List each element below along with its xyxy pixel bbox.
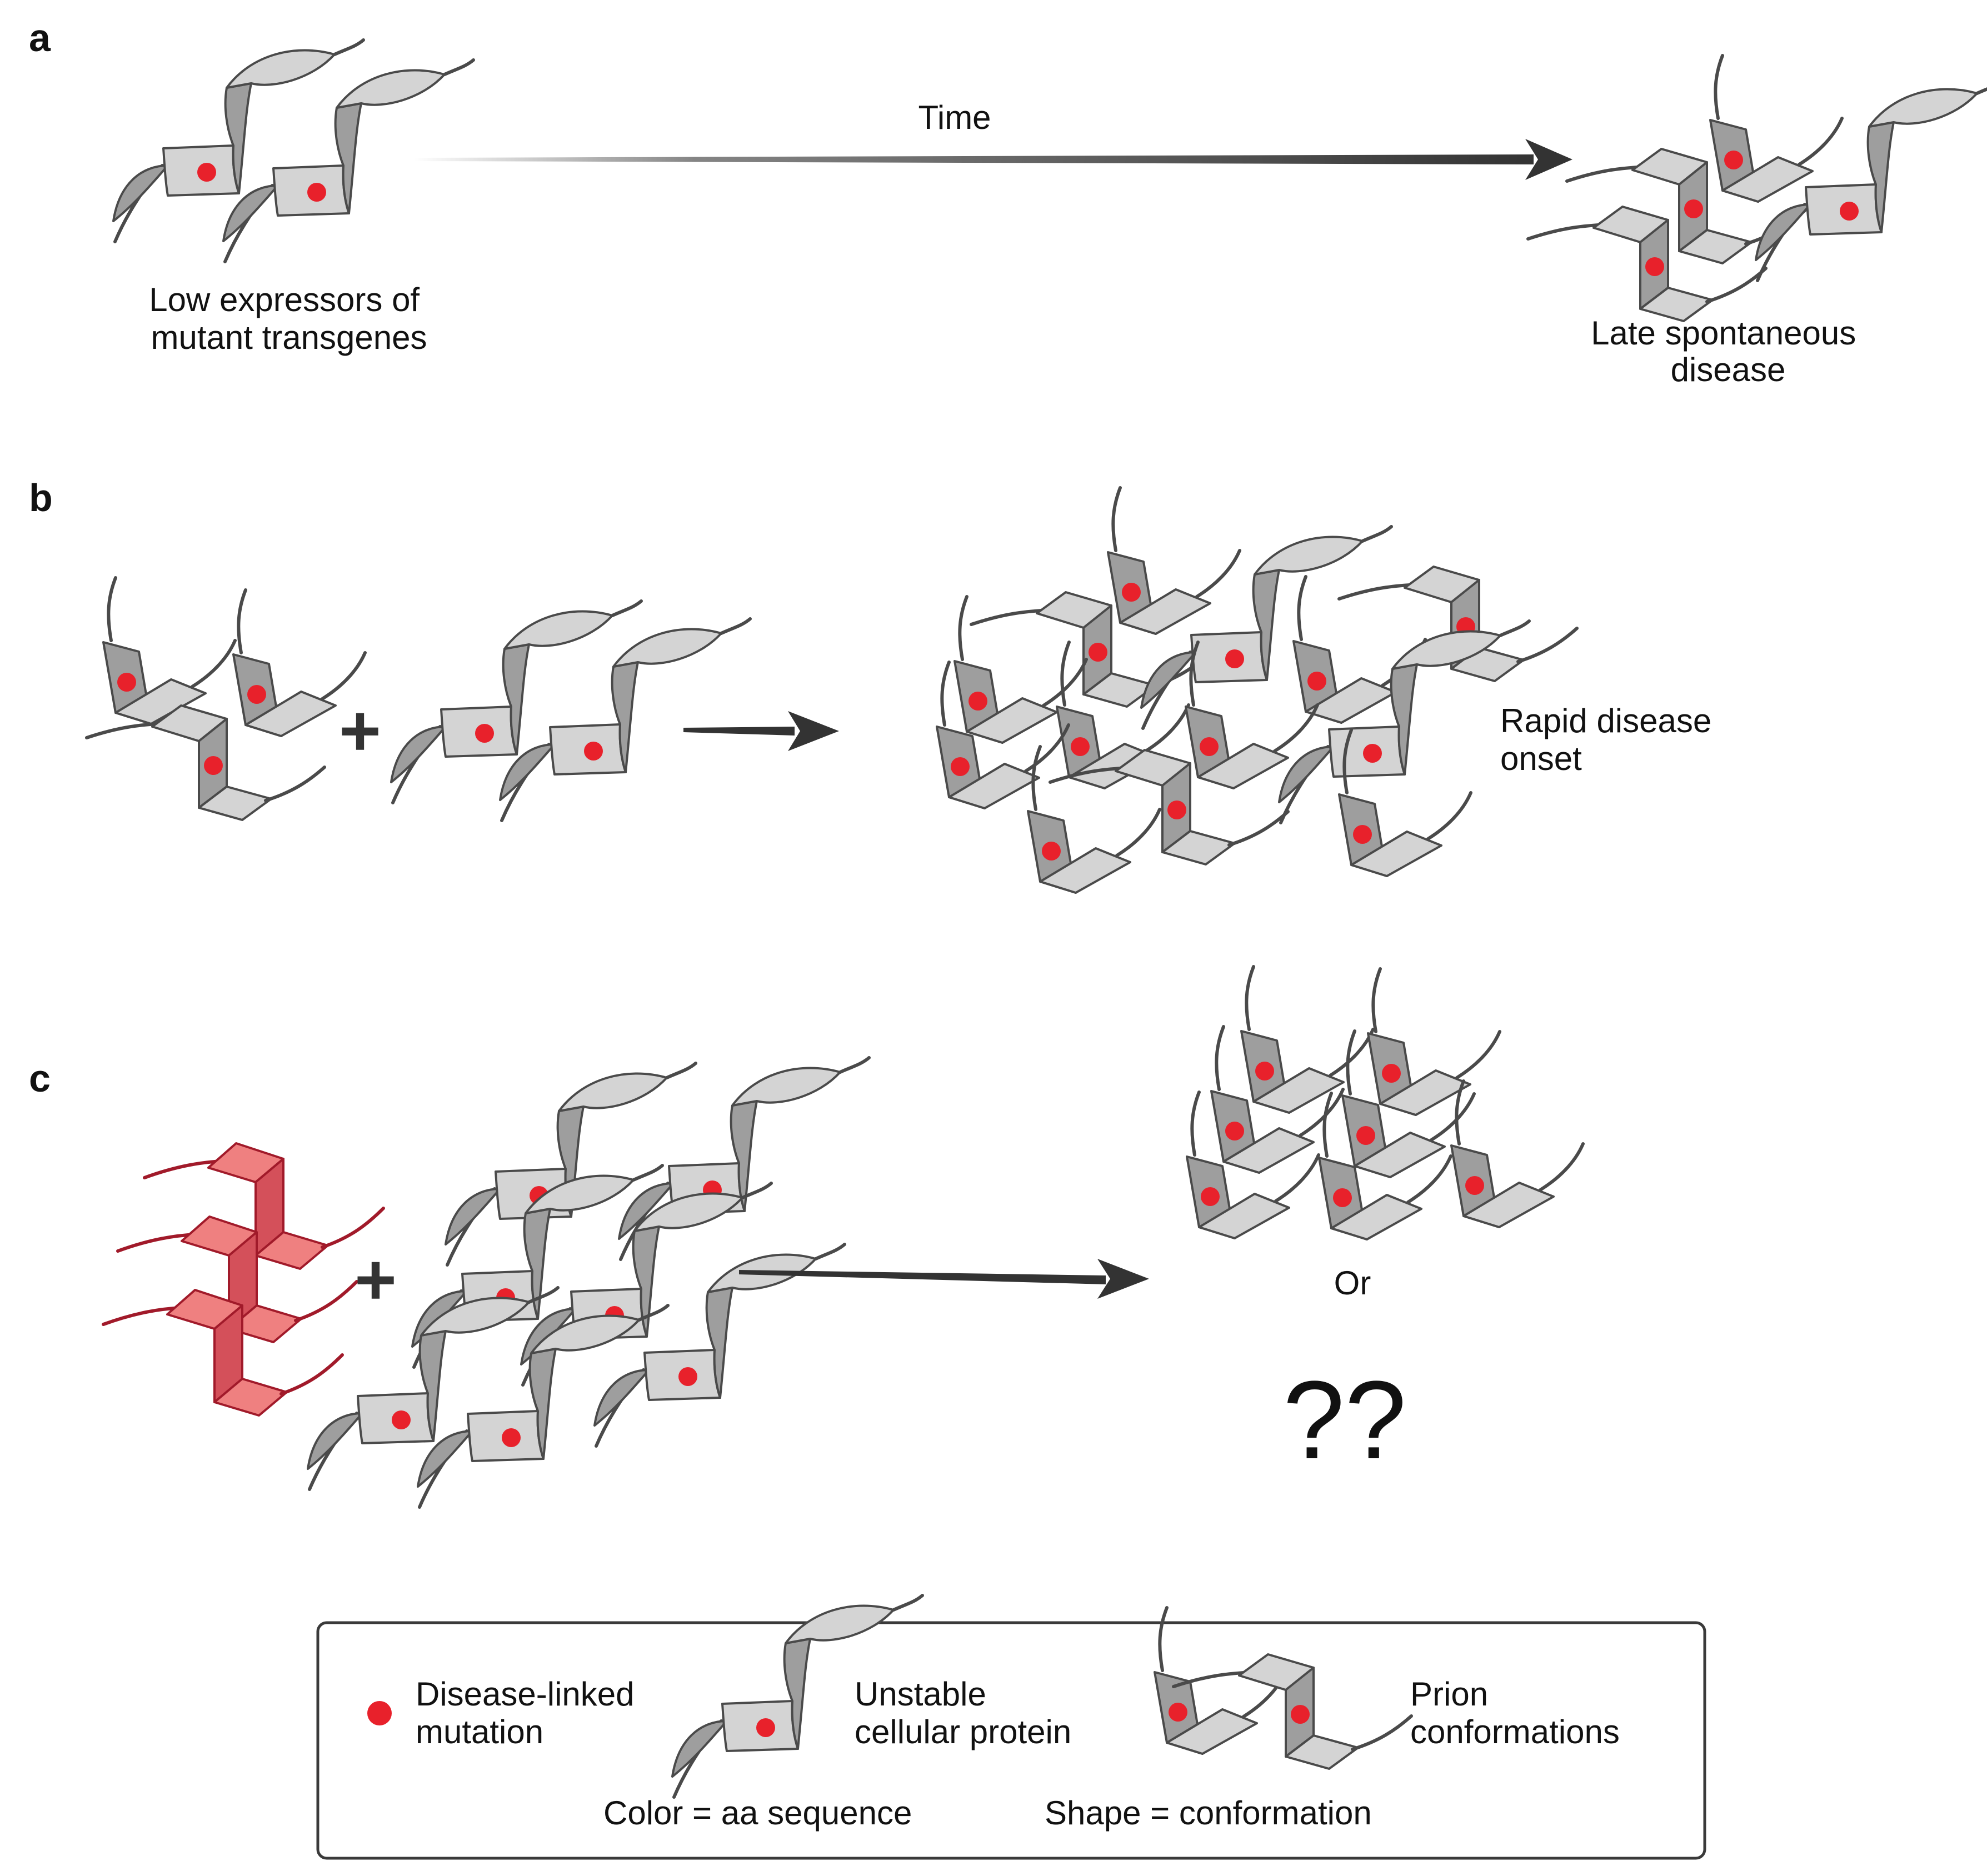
- panel-b-arrow: [683, 711, 839, 751]
- caption-line: onset: [1500, 740, 1582, 777]
- panel-c-prion-outcome: [1187, 967, 1583, 1239]
- legend-prion-label: Prion conformations: [1410, 1675, 1620, 1750]
- panel-a-right-caption: Late spontaneous disease: [1591, 314, 1865, 388]
- prion-conformation-icon: [1368, 969, 1500, 1115]
- prion-conformation-icon: [1710, 56, 1842, 202]
- legend-line: cellular protein: [855, 1713, 1071, 1750]
- caption-line: Rapid disease: [1500, 702, 1711, 739]
- time-arrow: [414, 139, 1572, 180]
- caption-line: disease: [1671, 351, 1786, 388]
- panel-c-label: c: [29, 1057, 51, 1100]
- unstable-protein-icon: [500, 619, 750, 821]
- panel-b-unstable-pair: [391, 601, 750, 821]
- prion-conformation-icon: [1339, 567, 1577, 681]
- panel-a-label: a: [29, 16, 51, 59]
- legend-line: mutation: [416, 1713, 543, 1750]
- legend-box: Disease-linked mutation Unstable cellula…: [316, 1595, 1706, 1860]
- prion-conformation-icon: [1528, 207, 1766, 321]
- prion-conformation-icon: [103, 578, 235, 724]
- plus-sign: +: [339, 690, 381, 771]
- panel-a-left-caption: Low expressors of mutant transgenes: [149, 281, 429, 356]
- panel-b: b +: [29, 476, 1721, 893]
- legend-mutation-label: Disease-linked mutation: [416, 1675, 643, 1750]
- panel-c: c + Or ??: [29, 967, 1583, 1507]
- legend-line: conformations: [1410, 1713, 1620, 1750]
- time-arrow-head: [1525, 139, 1572, 180]
- prion-conformation-icon: [1108, 488, 1240, 634]
- legend-line: Prion: [1410, 1675, 1488, 1713]
- unknown-outcome: ??: [1283, 1358, 1406, 1482]
- plus-sign: +: [355, 1239, 397, 1320]
- panel-c-red-seeds: [103, 1143, 383, 1415]
- panel-b-rapid-cluster: [937, 488, 1577, 893]
- caption-line: mutant transgenes: [151, 319, 427, 356]
- legend-footnote-color: Color = aa sequence: [603, 1794, 912, 1832]
- legend-line: Disease-linked: [416, 1675, 635, 1713]
- caption-line: Low expressors of: [149, 281, 420, 318]
- panel-a-late-cluster: [1528, 56, 1987, 321]
- panel-b-label: b: [29, 476, 53, 519]
- red-dot-icon: [367, 1701, 392, 1725]
- panel-b-right-caption: Rapid disease onset: [1500, 702, 1721, 777]
- panel-c-arrow: [739, 1259, 1149, 1299]
- red-seed-prion-icon: [144, 1143, 383, 1269]
- time-label: Time: [918, 99, 991, 136]
- legend-line: Unstable: [855, 1675, 986, 1713]
- or-label: Or: [1334, 1264, 1371, 1302]
- red-seed-prion-icon: [103, 1290, 342, 1415]
- panel-a: a Low expressors of mutant transgenes Ti…: [29, 16, 1987, 388]
- caption-line: Late spontaneous: [1591, 314, 1856, 352]
- legend-unstable-label: Unstable cellular protein: [855, 1675, 1071, 1750]
- legend-footnote-shape: Shape = conformation: [1045, 1794, 1372, 1832]
- panel-a-unstable-pair: [113, 40, 473, 262]
- panel-b-seed-prions: [87, 578, 365, 820]
